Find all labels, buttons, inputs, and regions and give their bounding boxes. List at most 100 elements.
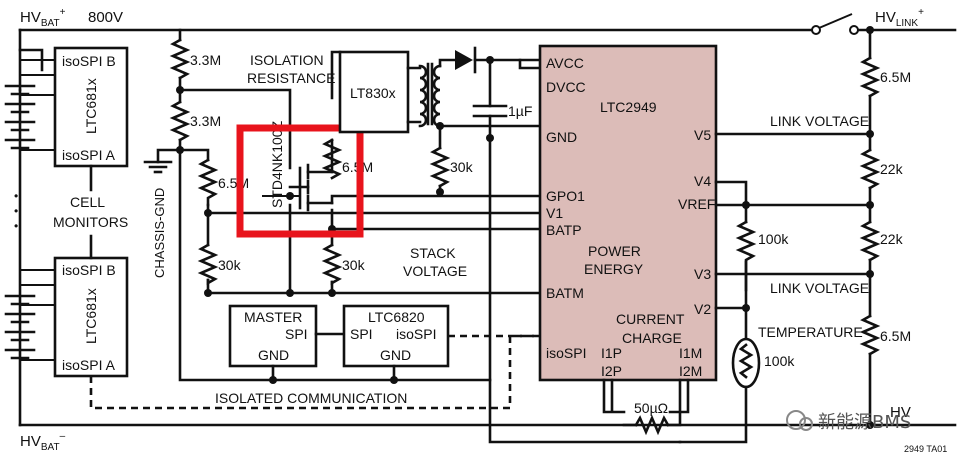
ltc6820-box: LTC6820 SPI isoSPI GND <box>342 304 450 368</box>
pin-gnd: GND <box>546 129 577 145</box>
diode-icon <box>455 46 542 74</box>
lt830x-label: LT830x <box>350 85 396 101</box>
stack-voltage-label-1: STACK <box>410 245 456 261</box>
junction-dot <box>269 376 277 384</box>
master-box: MASTER SPI GND <box>228 304 318 368</box>
junction-dot <box>742 304 750 312</box>
junction-dot <box>204 289 212 297</box>
vref-r-100k-label: 100k <box>758 231 789 247</box>
pin-dvcc: DVCC <box>546 79 586 95</box>
capacitor-1uf-icon <box>472 104 508 118</box>
pin-v2: V2 <box>694 301 711 317</box>
isolation-title-1: ISOLATION <box>250 52 324 68</box>
iso-r1-resistor <box>169 38 191 80</box>
figure-code: 2949 TA01 <box>904 444 947 454</box>
voltage-label: 800V <box>88 9 123 26</box>
transformer-icon <box>406 58 457 128</box>
right-div-r-6p5m-resistor <box>321 138 343 180</box>
iso-left-vertical <box>178 28 492 382</box>
cell-monitor-bottom-chip: LTC681x <box>83 288 99 344</box>
shunt-wires <box>602 378 690 427</box>
temperature-label: TEMPERATURE <box>758 324 863 340</box>
vref-r-100k-resistor <box>735 220 757 292</box>
chassis-gnd-label: CHASSIS-GND <box>152 188 167 278</box>
right-div-wire <box>330 50 342 174</box>
pin-v5: V5 <box>694 127 711 143</box>
ntc-label: 100k <box>764 353 795 369</box>
lt830x-chip: LT830x <box>338 50 410 134</box>
pin-i1p: I1P <box>601 345 622 361</box>
ltc6820-spi: SPI <box>350 326 373 342</box>
isolated-comm-label: ISOLATED COMMUNICATION <box>215 390 407 406</box>
junction-dot <box>866 270 874 278</box>
iso-r1-label: 3.3M <box>190 52 221 68</box>
cell-monitor-bottom-port-b: isoSPI B <box>62 262 116 278</box>
current-charge-1: CURRENT <box>616 311 685 327</box>
junction-dot <box>286 192 294 200</box>
master-spi: SPI <box>285 326 308 342</box>
ltc6820-gnd: GND <box>380 347 411 363</box>
svg-text:•: • <box>14 219 18 233</box>
div-r-6p5m-resistor <box>197 158 219 207</box>
mosfet-label: STD4NK100Z <box>269 120 285 208</box>
pin-avcc: AVCC <box>546 55 584 71</box>
power-energy-1: POWER <box>588 243 641 259</box>
cell-monitor-bottom-port-a: isoSPI A <box>62 357 116 373</box>
cell-monitor-top-chip: LTC681x <box>83 78 99 134</box>
ntc-thermistor-icon <box>678 337 761 444</box>
junction-dot <box>390 376 398 384</box>
lt830x-r-30k-resistor <box>429 146 451 188</box>
pin-gpo1: GPO1 <box>546 188 585 204</box>
ltc2949-chip: LTC2949 AVCC DVCC GND GPO1 V1 BATP BATM … <box>538 44 718 382</box>
ltc6820-label: LTC6820 <box>368 309 425 325</box>
hv-bat-plus-label: HVBAT+ <box>20 7 66 29</box>
pin-i1m: I1M <box>679 345 702 361</box>
ltc6820-isospi: isoSPI <box>396 326 436 342</box>
cell-tap-wires <box>20 59 55 361</box>
link-r-6p5m-bottom-label: 6.5M <box>880 328 911 344</box>
pin-batp: BATP <box>546 222 582 238</box>
ltc2949-name: LTC2949 <box>600 99 657 115</box>
stack-voltage-label-2: VOLTAGE <box>403 263 467 279</box>
pin-i2p: I2P <box>601 363 622 379</box>
junction-dot <box>436 188 444 196</box>
gpo1-wire <box>330 194 542 205</box>
shunt-label: 50µΩ <box>634 400 668 416</box>
pin-batm: BATM <box>546 285 584 301</box>
iso-to-mosfet-wire <box>178 88 292 170</box>
iso-r2-label: 3.3M <box>190 113 221 129</box>
shunt-resistor <box>634 414 670 436</box>
junction-dot <box>866 130 874 138</box>
svg-text:•: • <box>14 189 18 203</box>
current-charge-2: CHARGE <box>622 330 682 346</box>
pin-isospi: isoSPI <box>546 345 586 361</box>
link-r-22k-2-label: 22k <box>880 231 904 247</box>
link-r-22k-1-label: 22k <box>880 161 904 177</box>
link-voltage-bottom-label: LINK VOLTAGE <box>770 280 869 296</box>
div-r-30k-label: 30k <box>218 257 242 273</box>
master-label: MASTER <box>244 309 302 325</box>
v4-net <box>714 180 748 224</box>
svg-text:•: • <box>14 204 18 218</box>
junction-dot <box>742 201 750 209</box>
link-r-6p5m-bottom-resistor <box>859 314 881 356</box>
div-r-30k-resistor <box>197 243 219 286</box>
watermark-text: 新能源BMS <box>818 412 911 433</box>
cell-monitor-top-port-b: isoSPI B <box>62 53 116 69</box>
pin-v1: V1 <box>546 205 563 221</box>
pin-vref: VREF <box>678 196 715 212</box>
junction-dot <box>486 56 494 64</box>
cell-monitor-bottom: isoSPI B LTC681x isoSPI A <box>53 256 129 378</box>
highlight-box <box>236 124 364 238</box>
gnd-to-bottom <box>488 136 682 444</box>
div-r-6p5m-label: 6.5M <box>218 175 249 191</box>
cell-monitors-label-2: MONITORS <box>53 214 128 230</box>
pin-i2m: I2M <box>679 363 702 379</box>
pin-v4: V4 <box>694 173 711 189</box>
junction-dot <box>866 26 874 34</box>
link-voltage-top-label: LINK VOLTAGE <box>770 113 869 129</box>
power-energy-2: ENERGY <box>584 261 644 277</box>
cap-label: 1µF <box>508 103 532 119</box>
link-r-6p5m-top-label: 6.5M <box>880 69 911 85</box>
